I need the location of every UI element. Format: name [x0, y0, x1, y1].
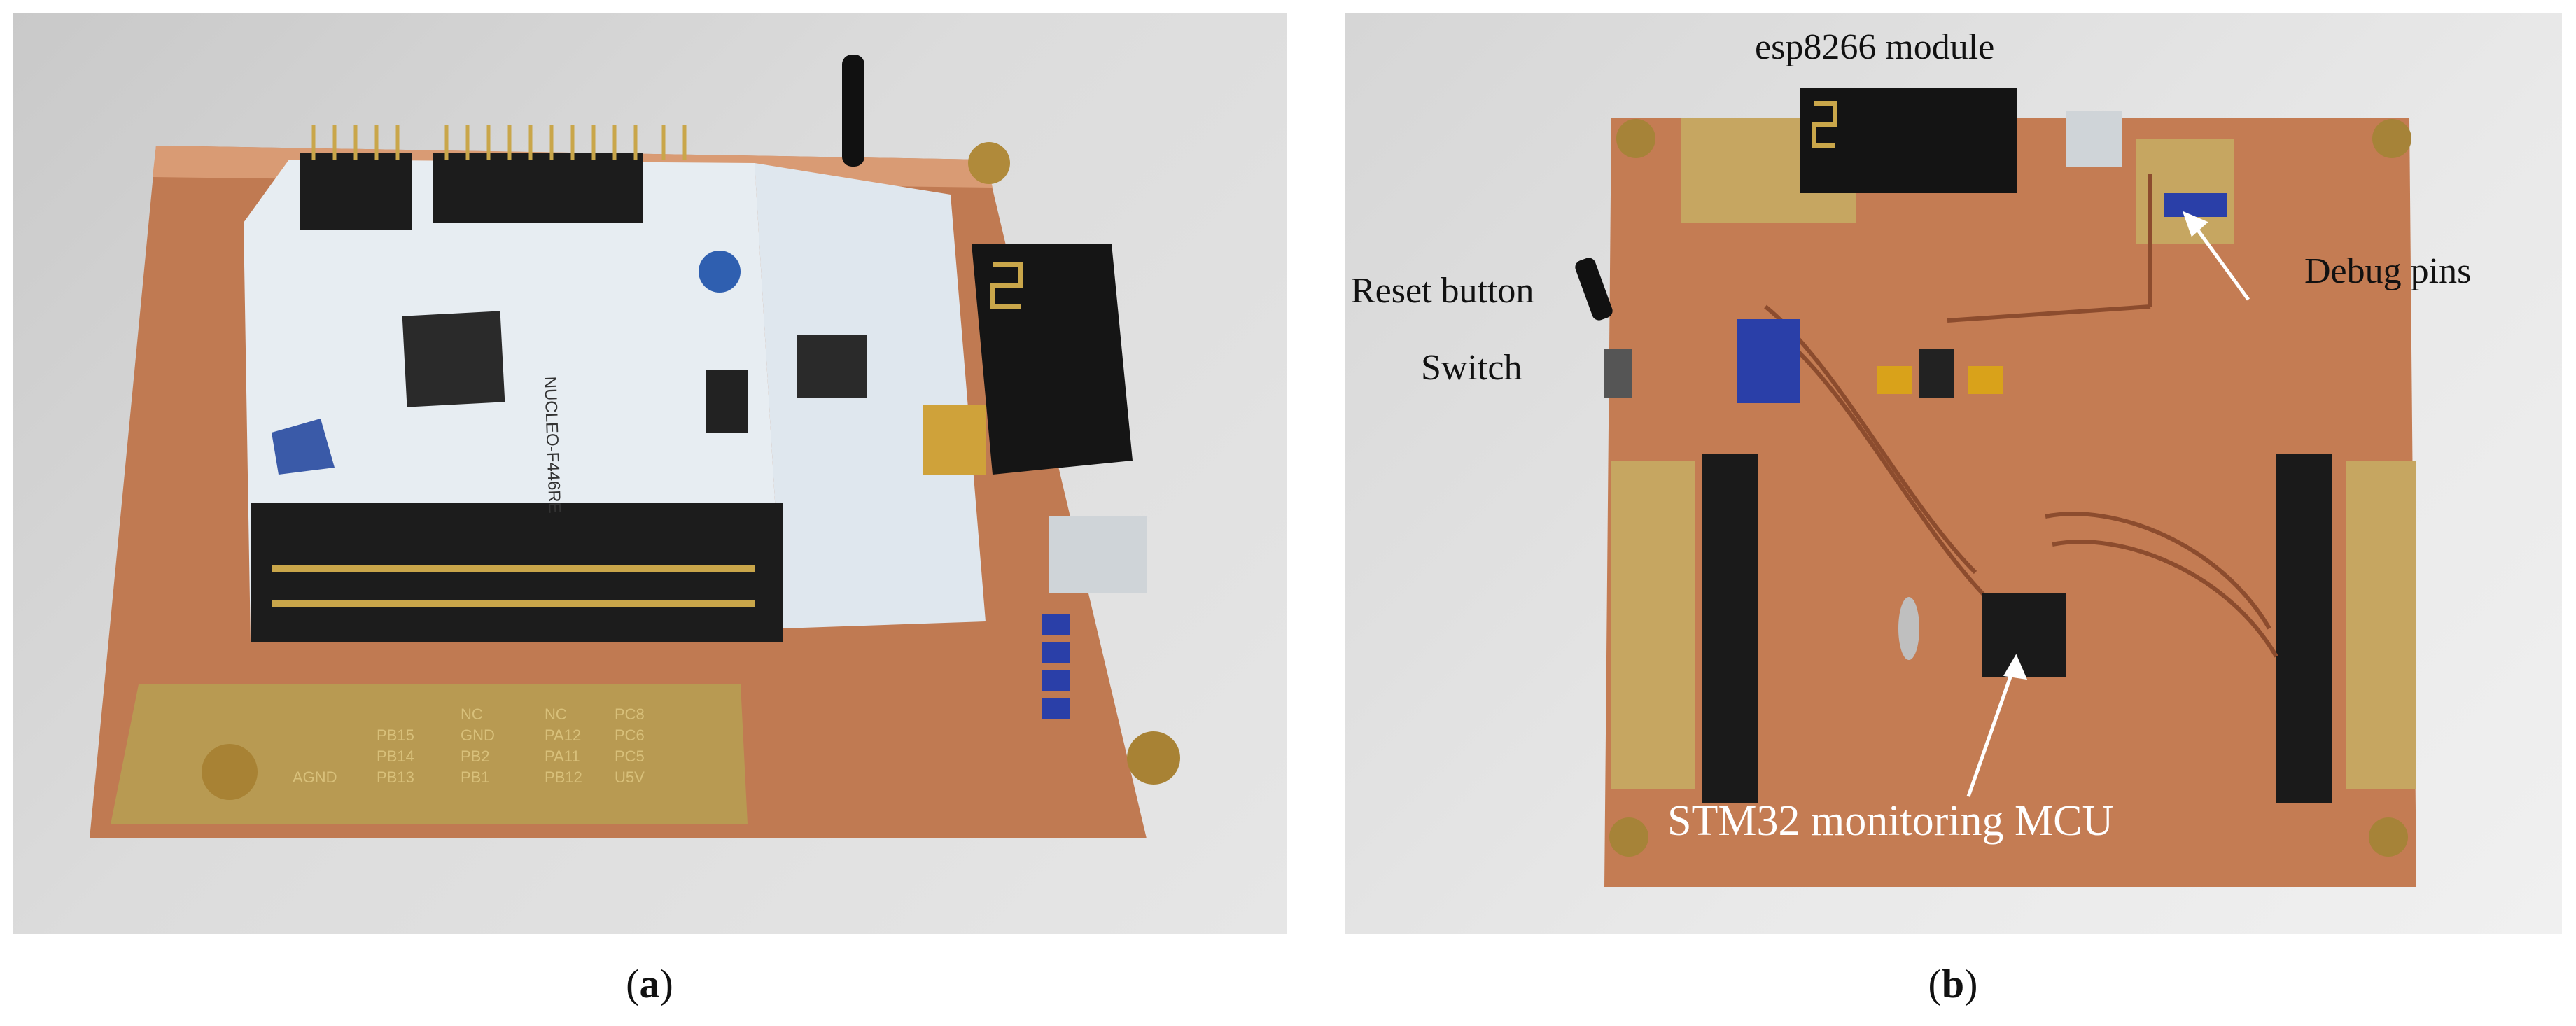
slide-switch — [1604, 349, 1632, 398]
annotation-arrows — [1966, 211, 2250, 797]
debug-pins-label: Debug pins — [2304, 251, 2472, 291]
crystal — [1898, 597, 1919, 660]
header-bottom-pins — [272, 565, 755, 607]
pin-label: AGND — [293, 768, 337, 786]
mounting-screw — [1609, 817, 1648, 857]
photo-panel-a: PC8 PC6 PC5 U5V NC PA12 PA11 PB12 NC GND… — [13, 13, 1287, 934]
mcu-chip — [402, 311, 505, 407]
pin-label: GND — [461, 726, 495, 744]
jumper-header — [1737, 319, 1800, 403]
mini-usb-port — [2066, 111, 2122, 167]
pin-label: PA11 — [545, 747, 580, 765]
header-pins — [312, 125, 687, 160]
header-top-right — [433, 153, 643, 223]
pin-label: PB12 — [545, 768, 582, 786]
reset-button-label: Reset button — [1351, 271, 1534, 311]
pin-label: PC8 — [615, 705, 645, 723]
pin-label: PB1 — [461, 768, 490, 786]
gold-pad-field — [111, 684, 748, 824]
esp-module-label: esp8266 module — [1755, 27, 1995, 67]
pin-label: PB15 — [377, 726, 414, 744]
photo-panel-b: esp8266 module Reset button Switch Debug… — [1345, 13, 2562, 934]
pin-label: NC — [545, 705, 567, 723]
esp-antenna-trace — [1812, 101, 1837, 148]
pin-label: PB13 — [377, 768, 414, 786]
reset-button — [706, 370, 748, 433]
reset-button — [1575, 258, 1613, 321]
debug-pins — [2164, 193, 2227, 217]
caption-b: (b) — [1928, 961, 1978, 1006]
mounting-screw — [2369, 817, 2408, 857]
gold-pad-top-right — [2136, 139, 2234, 244]
mini-usb-port — [1049, 516, 1147, 593]
pin-label-silkscreen: PC8 PC6 PC5 U5V NC PA12 PA11 PB12 NC GND… — [293, 705, 645, 786]
user-button — [699, 251, 741, 293]
esp8266-module — [972, 244, 1133, 475]
pcb-antenna-trace — [990, 262, 1023, 309]
st-link-board — [755, 163, 986, 628]
pin-label: PA12 — [545, 726, 581, 744]
caption-a: (a) — [626, 961, 673, 1006]
capacitor — [1877, 366, 1912, 394]
pin-label: NC — [461, 705, 483, 723]
monitoring-board-photo — [1575, 88, 2416, 887]
nucleo-board-photo: PC8 PC6 PC5 U5V NC PA12 PA11 PB12 NC GND… — [90, 55, 1180, 838]
copper-board — [1604, 118, 2416, 887]
debug-pins — [1042, 614, 1070, 719]
stlink-chip — [797, 335, 867, 398]
header-top-left — [300, 153, 412, 230]
gold-pad-left — [1611, 461, 1695, 789]
mcu-label: STM32 monitoring MCU — [1667, 797, 2114, 845]
jumper-stick — [842, 55, 864, 167]
st-logo — [272, 419, 335, 475]
header-left — [1702, 454, 1758, 803]
header-right — [2276, 454, 2332, 803]
mounting-screw — [968, 142, 1010, 184]
capacitor — [1968, 366, 2003, 394]
pin-label: PB14 — [377, 747, 414, 765]
pin-label: PC6 — [615, 726, 645, 744]
voltage-regulator — [1919, 349, 1954, 398]
mounting-screw — [2372, 119, 2412, 158]
stm32-mcu-chip — [1982, 593, 2066, 677]
switch-label: Switch — [1421, 348, 1522, 388]
mounting-screw — [1127, 731, 1180, 785]
pin-label: U5V — [615, 768, 645, 786]
pcb-traces — [1764, 174, 2278, 658]
usb-connector — [923, 405, 986, 475]
pin-label: PC5 — [615, 747, 645, 765]
mounting-screw — [1616, 119, 1656, 158]
pin-label: PB2 — [461, 747, 490, 765]
mounting-screw — [202, 744, 258, 800]
gold-pad-right — [2346, 461, 2416, 789]
